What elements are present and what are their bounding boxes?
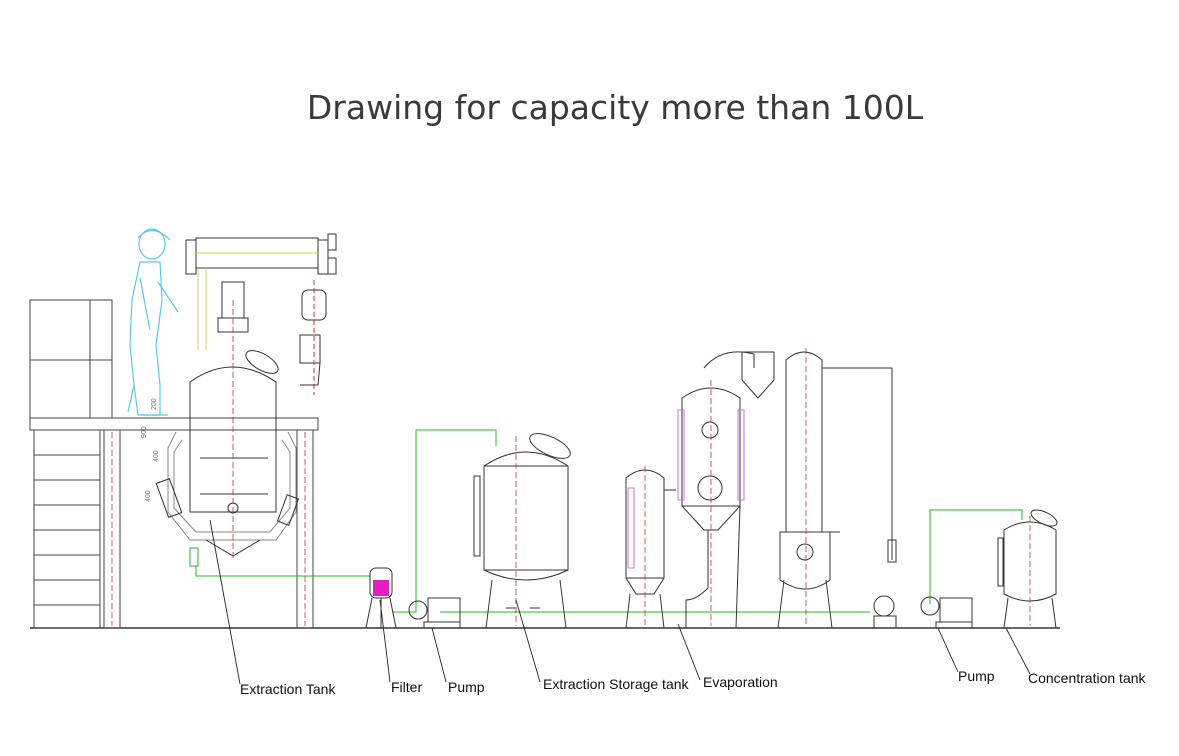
label-concentration-tank: Concentration tank bbox=[1028, 670, 1147, 686]
label-evaporation: Evaporation bbox=[703, 674, 778, 690]
condenser bbox=[185, 233, 337, 350]
leader-lines bbox=[209, 519, 1031, 685]
platform-frame bbox=[29, 299, 319, 629]
dim-400a: 400 bbox=[153, 450, 160, 462]
green-piping bbox=[195, 429, 1023, 613]
label-filter: Filter bbox=[391, 679, 422, 695]
preheater-column bbox=[625, 469, 676, 629]
pump-2 bbox=[920, 596, 973, 629]
pump-1 bbox=[408, 597, 461, 629]
label-extraction-tank: Extraction Tank bbox=[240, 681, 336, 697]
page-title: Drawing for capacity more than 100L bbox=[306, 88, 924, 127]
extraction-tank bbox=[155, 281, 300, 567]
label-extraction-storage-tank: Extraction Storage tank bbox=[543, 676, 690, 692]
dim-400b: 400 bbox=[145, 490, 152, 502]
receiver-vessel bbox=[299, 280, 327, 395]
label-pump-1: Pump bbox=[448, 679, 485, 695]
separator-column bbox=[777, 351, 893, 629]
dim-900: 900 bbox=[141, 426, 148, 438]
concentration-tank bbox=[997, 509, 1058, 629]
label-pump-2: Pump bbox=[958, 668, 995, 684]
evaporator bbox=[677, 351, 775, 629]
operator-figure bbox=[127, 228, 179, 416]
extraction-storage-tank bbox=[473, 433, 571, 629]
vacuum-pump bbox=[873, 539, 897, 629]
filter bbox=[365, 567, 397, 629]
dim-200: 200 bbox=[151, 398, 158, 410]
